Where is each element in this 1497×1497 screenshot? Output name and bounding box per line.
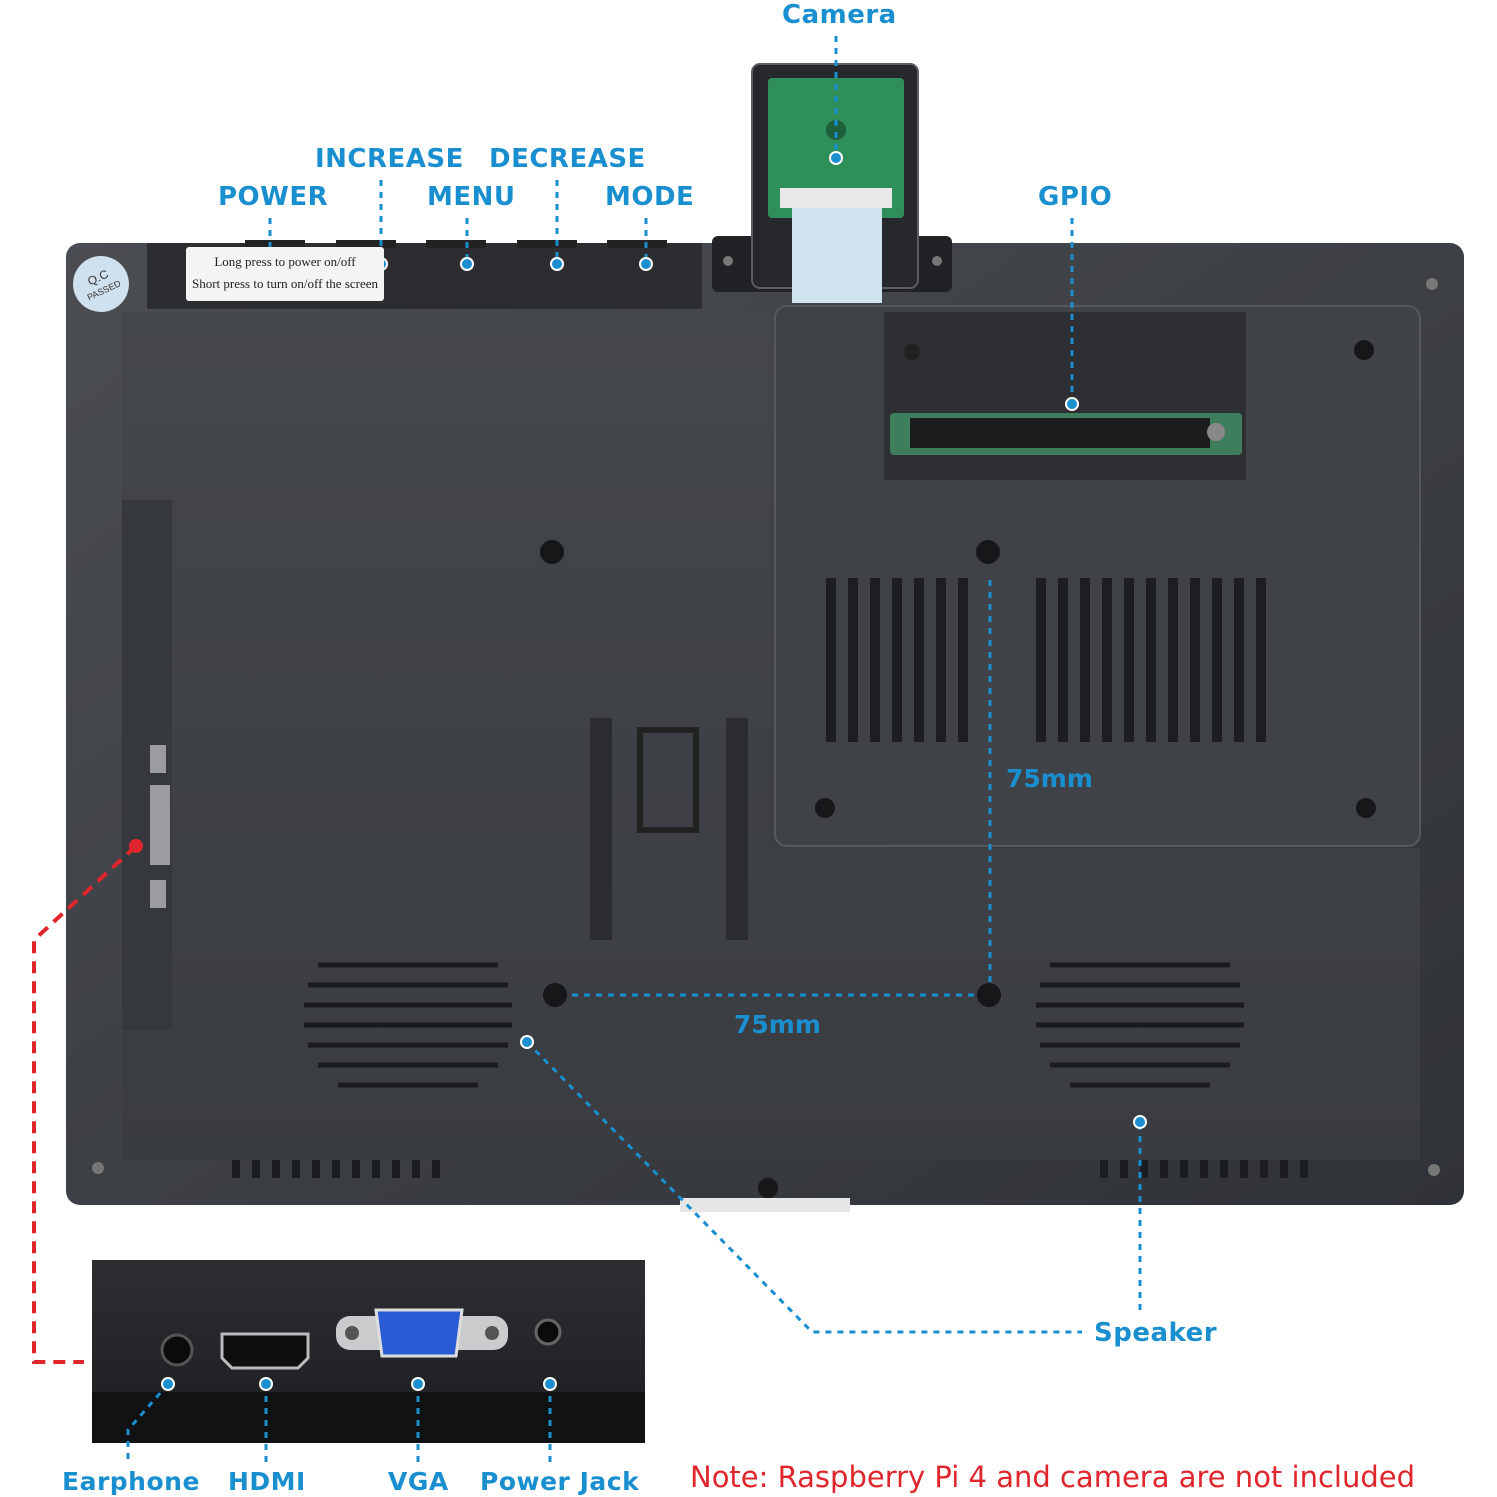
earphone-label: Earphone	[62, 1467, 200, 1496]
gpio-label: GPIO	[1038, 182, 1113, 212]
decrease-label: DECREASE	[489, 144, 646, 174]
speaker-label: Speaker	[1094, 1318, 1218, 1348]
hdmi-label: HDMI	[228, 1467, 306, 1496]
stand-bracket	[590, 718, 748, 940]
increase-label: INCREASE	[315, 144, 464, 174]
sticker-line2: Short press to turn on/off the screen	[191, 276, 379, 291]
speaker-left	[304, 962, 512, 1088]
horizontal-dimension-label: 75mm	[734, 1010, 821, 1039]
gpio-header	[884, 312, 1246, 480]
camera-module	[712, 63, 952, 303]
mode-label: MODE	[605, 182, 695, 212]
menu-label: MENU	[427, 182, 516, 212]
port-inset	[92, 1260, 645, 1443]
camera-label: Camera	[782, 0, 897, 30]
mounting-holes	[540, 340, 1376, 1198]
red-link-line	[32, 844, 138, 1364]
red-link-dot	[129, 839, 143, 853]
button-instruction-sticker: Long press to power on/off Short press t…	[186, 247, 384, 301]
control-buttons	[245, 240, 667, 248]
power-jack-label: Power Jack	[480, 1467, 640, 1496]
monitor-case	[66, 243, 1464, 1205]
not-included-note: Note: Raspberry Pi 4 and camera are not …	[690, 1460, 1415, 1494]
bottom-vents	[232, 1160, 1308, 1178]
vent-slots	[826, 578, 1266, 742]
callout-lines	[126, 36, 1142, 1462]
side-ports	[150, 745, 170, 908]
sticker-line1: Long press to power on/off	[214, 254, 356, 269]
power-label: POWER	[218, 182, 329, 212]
corner-screws	[92, 278, 1440, 1176]
speaker-right	[1036, 962, 1244, 1088]
barcode-label	[680, 1198, 850, 1212]
vertical-dimension-label: 75mm	[1006, 764, 1093, 793]
vga-label: VGA	[388, 1467, 449, 1496]
